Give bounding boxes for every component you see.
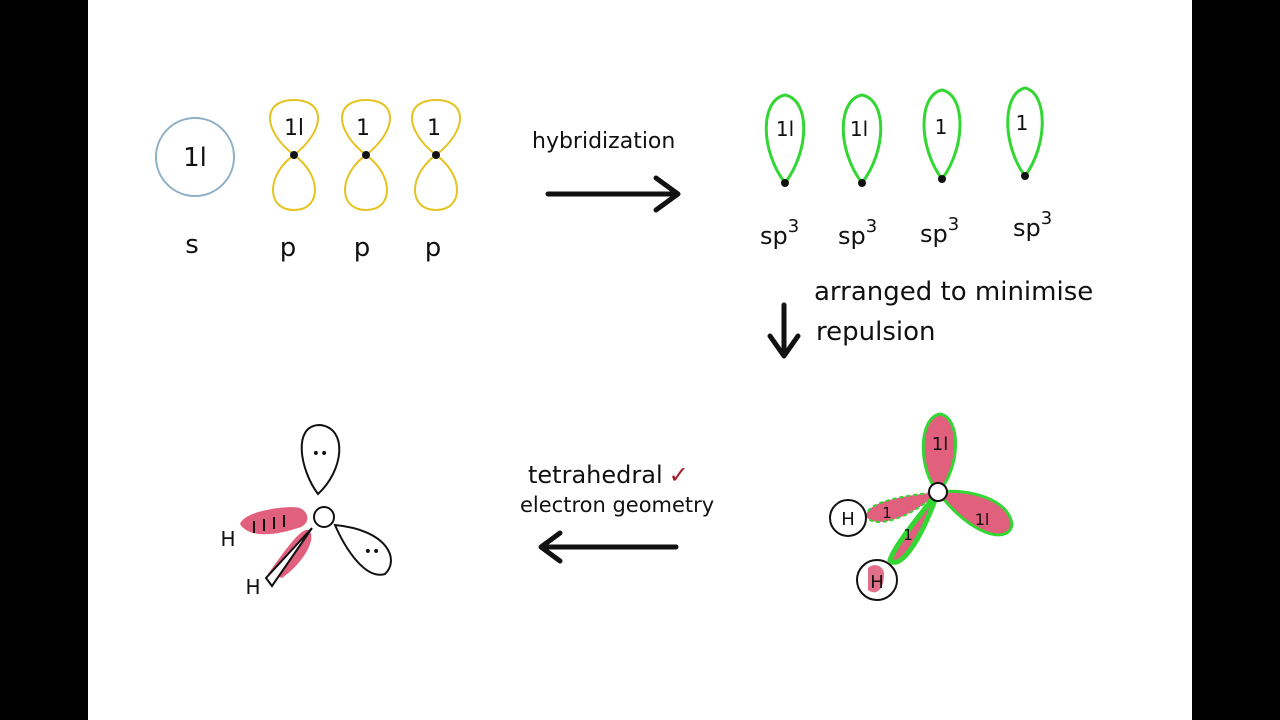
sp3-orbital-3: 1 sp3 [920,88,962,248]
hashed-bond [253,515,285,533]
lone-pair-lobe-right [333,523,392,576]
hydrogen-front-overlap [868,565,884,593]
s-orbital: 1l s [155,117,235,260]
p-orbital-1-electrons: 1l [284,116,304,141]
hybridization-arrow: hybridization [532,129,681,213]
sp3-orbital-2-shape [841,93,883,186]
p-orbital-3: 1 p [411,98,461,263]
sp3-orbital-3-electrons: 1 [935,115,948,139]
central-atom [928,482,948,502]
sp3-orbital-2-label: sp3 [838,216,877,250]
hybridization-label: hybridization [532,129,675,154]
hybridization-arrow-head [653,175,681,213]
p-orbital-1-nucleus [290,151,298,159]
sp3-orbital-4-label: sp3 [1013,208,1052,242]
lobe-top-electrons: 1l [932,434,948,455]
lobe-front-electrons: 1 [903,526,913,544]
p-orbital-2-label: p [354,233,371,263]
central-atom-sketch [313,506,335,528]
sp3-orbital-1-shape [764,93,806,186]
lobe-right-electrons: 1l [975,510,990,529]
arrange-arrow-head [767,333,801,359]
p-orbital-3-label: p [425,233,442,263]
bond-lobe-right [935,489,1014,537]
s-orbital-label: s [185,230,199,260]
sp3-orbital-3-shape [922,88,962,182]
bond-lobe-top [921,412,957,495]
sp3-orbital-4-nucleus [1021,172,1029,180]
hydrogen-1-label: H [220,527,235,551]
p-orbital-1-label: p [280,233,297,263]
sp3-orbital-2: 1l sp3 [838,93,883,250]
lobe-left-electrons: 1 [882,504,892,522]
sp3-orbital-2-electrons: 1l [850,117,868,141]
p-orbital-2: 1 p [341,98,391,263]
lone-pair-lobe-top [300,423,341,496]
hydrogen-left-label: H [841,509,855,530]
sp3-orbital-1: 1l sp3 [760,93,806,250]
sp3-orbital-1-label: sp3 [760,216,799,250]
hydrogen-left-atom [829,499,867,537]
arrange-arrow: arranged to minimise repulsion [767,277,1093,359]
sp3-orbital-1-electrons: 1l [776,117,794,141]
geometry-label-line1: tetrahedral✓ [528,461,689,489]
sp3-orbital-2-nucleus [858,179,866,187]
wedge-bond [264,527,313,588]
p-orbital-3-electrons: 1 [427,116,441,141]
p-orbital-1: 1l p [269,98,319,263]
sp3-orbital-4-shape [1006,86,1044,179]
bond-lobe-front [887,490,941,565]
molecule-sketch: •• •• H H [220,423,392,599]
p-orbital-2-nucleus [362,151,370,159]
s-orbital-electrons: 1l [183,143,207,173]
sp3-orbital-3-label: sp3 [920,214,959,248]
geometry-label-line2: electron geometry [520,493,714,517]
lone-pair-1: •• [312,446,329,462]
p-orbital-2-electrons: 1 [356,116,370,141]
geometry-arrow: tetrahedral✓ electron geometry [520,461,714,564]
arrange-label-line1: arranged to minimise [814,277,1093,307]
geometry-arrow-head [538,530,563,564]
s-orbital-shape [155,117,235,197]
arrange-label-line2: repulsion [816,317,935,347]
hydrogen-front-label: H [870,572,884,593]
lone-pair-2: •• [364,544,381,560]
hydrogen-2-label: H [245,575,260,599]
p-orbital-3-nucleus [432,151,440,159]
sp3-orbital-4: 1 sp3 [1006,86,1052,242]
sp3-orbital-1-nucleus [781,179,789,187]
sp3-orbital-3-nucleus [938,175,946,183]
sp3-orbital-4-electrons: 1 [1016,111,1029,135]
bonding-diagram: 1l 1l 1 1 H H [829,412,1014,601]
